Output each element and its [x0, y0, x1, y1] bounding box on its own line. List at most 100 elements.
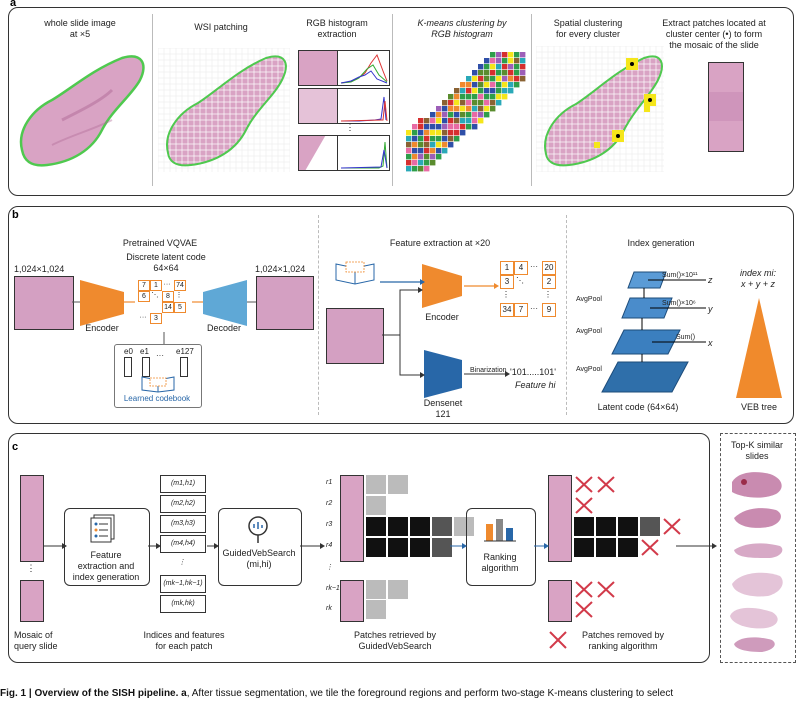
step-title-kmeans: K-means clustering by RGB histogram — [417, 18, 507, 39]
cluster-tile — [466, 112, 472, 118]
cluster-tile — [484, 58, 490, 64]
feature-box-label: Feature extraction and index generation — [72, 550, 140, 582]
step-title-extract: Extract patches located at cluster cente… — [662, 18, 766, 50]
mosaic-patch — [709, 63, 743, 93]
feature-bits: '101.....101' — [510, 367, 556, 377]
feature-encoder-label: Encoder — [425, 312, 459, 322]
cluster-tile — [412, 154, 418, 160]
cluster-tile — [472, 88, 478, 94]
cluster-tile — [454, 130, 460, 136]
removed-cross — [575, 497, 593, 514]
cluster-tile — [418, 136, 424, 142]
retrieved-patch — [596, 517, 616, 536]
index-item: (mk−1,hk−1) — [160, 575, 206, 593]
cluster-tile — [442, 148, 448, 154]
cluster-tile — [484, 64, 490, 70]
cluster-tile — [460, 82, 466, 88]
row-label: r2 — [326, 500, 333, 507]
cluster-tile — [460, 88, 466, 94]
cluster-tile — [478, 112, 484, 118]
cluster-tile — [430, 118, 436, 124]
panel-b-label: b — [12, 209, 19, 221]
retrieved-patch — [618, 538, 638, 557]
cluster-tile — [454, 106, 460, 112]
removed-cross — [575, 601, 593, 618]
cluster-tile — [418, 166, 424, 172]
index-item: (m1,h1) — [160, 475, 206, 493]
densenet-label: Densenet 121 — [423, 398, 463, 419]
retrieved-patch — [366, 580, 386, 599]
vqvae-title: Pretrained VQVAE — [122, 238, 198, 248]
pyramid-diagram — [601, 271, 706, 393]
index-title: Index generation — [627, 238, 695, 248]
feature-arrows — [380, 279, 510, 378]
cluster-tile — [490, 58, 496, 64]
row-label: rk−1 — [326, 585, 340, 592]
output-size: 1,024×1,024 — [255, 264, 306, 274]
cluster-tile — [448, 106, 454, 112]
cluster-tile — [430, 142, 436, 148]
cluster-tile — [490, 76, 496, 82]
ranking-box — [466, 508, 536, 586]
cluster-tile — [478, 118, 484, 124]
retrieved-patch — [432, 538, 452, 557]
cluster-tile — [484, 70, 490, 76]
latent-cell: ⋱ — [151, 292, 159, 299]
cluster-tile — [508, 58, 514, 64]
removed-cross — [575, 476, 593, 493]
codebook-vector — [142, 357, 150, 377]
densenet-shape — [424, 350, 462, 398]
histogram-plot — [340, 53, 388, 84]
removed-icon — [549, 631, 567, 649]
codebook-dots: ··· — [156, 351, 164, 360]
cluster-tile — [520, 52, 526, 58]
cluster-tile — [454, 136, 460, 142]
cluster-tile — [496, 52, 502, 58]
cluster-tile — [502, 52, 508, 58]
cluster-tile — [460, 112, 466, 118]
cluster-tile — [412, 148, 418, 154]
codebook-vector — [180, 357, 188, 377]
latent-cell: 3 — [150, 313, 162, 324]
histogram-plot — [340, 141, 388, 169]
cluster-tile — [436, 118, 442, 124]
cluster-tile — [484, 82, 490, 88]
cluster-tile — [466, 82, 472, 88]
sum-z-label: Sum()×10¹¹ — [662, 272, 698, 279]
row-label: r3 — [326, 521, 333, 528]
cluster-tile — [430, 112, 436, 118]
cluster-tile — [436, 142, 442, 148]
cluster-tile — [514, 76, 520, 82]
mosaic-patch — [341, 539, 363, 561]
mosaic-patch — [549, 601, 571, 621]
retrieved-patch — [410, 517, 430, 536]
latent-cell: 6 — [138, 291, 150, 302]
cluster-tile — [490, 52, 496, 58]
search-icon — [248, 516, 268, 543]
cluster-tile — [418, 148, 424, 154]
feature-encoder-shape — [422, 264, 462, 308]
cluster-tile — [484, 88, 490, 94]
veb-tree-shape — [736, 298, 782, 398]
codebook-e0: e0 — [124, 347, 133, 356]
cluster-tile — [508, 88, 514, 94]
index-cell: 7 — [514, 303, 528, 317]
cluster-tile — [448, 124, 454, 130]
cluster-tile — [478, 88, 484, 94]
retrieved-patch — [574, 538, 594, 557]
cluster-tile — [418, 154, 424, 160]
panel-c-label: c — [12, 441, 19, 453]
cluster-tile — [496, 94, 502, 100]
cluster-tile — [442, 118, 448, 124]
ellipsis: ⋮ — [26, 563, 36, 573]
axis-z: z — [708, 275, 713, 285]
cluster-tile — [478, 70, 484, 76]
cluster-tile — [412, 136, 418, 142]
cluster-tile — [436, 136, 442, 142]
retrieved-patches-grid — [366, 475, 474, 619]
cluster-tile — [460, 130, 466, 136]
cluster-tile — [436, 124, 442, 130]
ranked-patch-column — [548, 475, 572, 562]
cluster-tile — [496, 58, 502, 64]
